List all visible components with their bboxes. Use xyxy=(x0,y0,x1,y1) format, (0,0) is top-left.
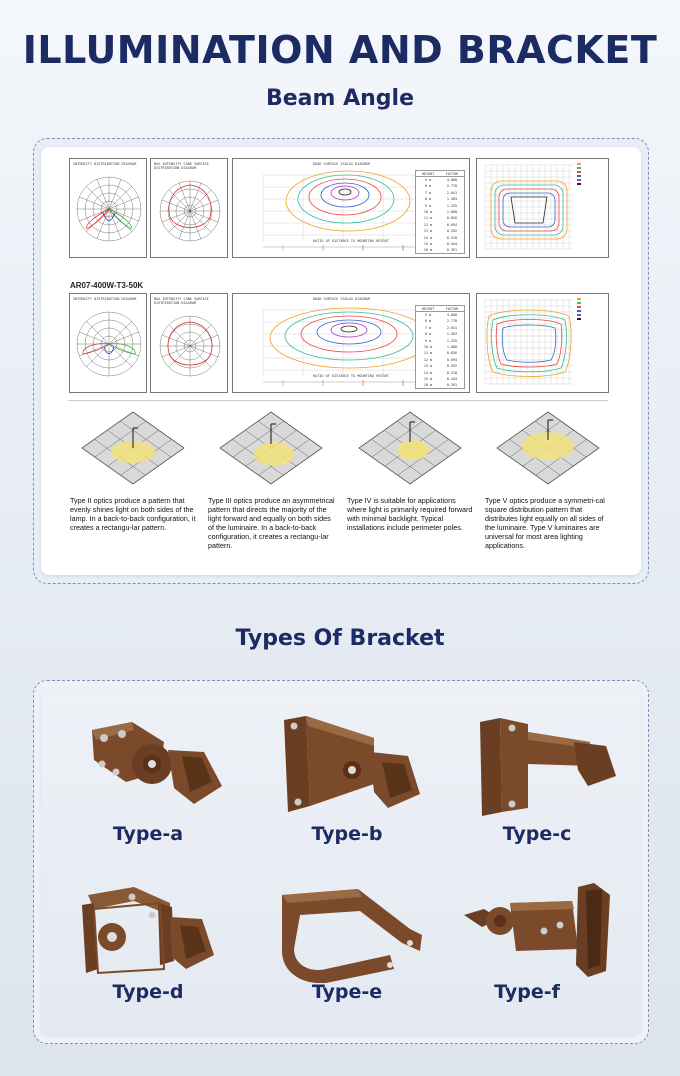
type-iv-pattern-icon xyxy=(358,411,462,485)
cone-chart-icon xyxy=(159,315,221,377)
bracket-type-d-label: Type-d xyxy=(112,981,184,1003)
bracket-type-e-image xyxy=(282,889,422,983)
polar-diagram-2: MAX INTENSITY CONE SURFACE DISTRIBUTION … xyxy=(150,158,228,258)
polar-chart-icon xyxy=(76,176,142,242)
type-ii-pattern-icon xyxy=(81,411,185,485)
type-ii-description: Type II optics produce a pattern that ev… xyxy=(70,496,196,532)
type-iv-description: Type IV is suitable for applications whe… xyxy=(347,496,473,532)
bracket-type-c-image xyxy=(480,718,616,816)
type-v-pattern-icon xyxy=(496,411,600,485)
page-title: ILLUMINATION AND BRACKET xyxy=(22,28,658,72)
polar-diagram-4: MAX INTENSITY CONE SURFACE DISTRIBUTION … xyxy=(150,293,228,393)
grid-contour-icon xyxy=(484,163,581,250)
bracket-type-d-image xyxy=(82,887,214,975)
bracket-type-c-label: Type-c xyxy=(502,823,572,845)
grid-contour-diagram-1 xyxy=(476,158,609,258)
grid-contour-icon xyxy=(484,298,581,385)
diagram-row-2: INTENSITY DISTRIBUTION DIAGRAM MAX INTEN… xyxy=(69,293,609,397)
section-title-beam-angle: Beam Angle xyxy=(265,86,415,111)
model-label: AR07-400W-T3-50K xyxy=(70,281,144,290)
polar-diagram-1: INTENSITY DISTRIBUTION DIAGRAM xyxy=(69,158,147,258)
diagram-row-1: INTENSITY DISTRIBUTION DIAGRAM MAX INTEN… xyxy=(69,158,609,262)
type-iii-description: Type III optics produce an asymmetrical … xyxy=(208,496,335,550)
cone-chart-icon xyxy=(159,180,221,242)
bracket-type-b-label: Type-b xyxy=(311,823,383,845)
divider xyxy=(68,400,608,401)
type-v-description: Type V optics produce a symmetri-cal squ… xyxy=(485,496,605,550)
polar-diagram-3: INTENSITY DISTRIBUTION DIAGRAM xyxy=(69,293,147,393)
bracket-type-a-image xyxy=(92,722,222,804)
bracket-type-e-label: Type-e xyxy=(311,981,383,1003)
section-title-brackets: Types Of Bracket xyxy=(235,626,445,651)
grid-contour-diagram-2 xyxy=(476,293,609,393)
bracket-type-f-image xyxy=(464,883,610,977)
polar-chart-icon xyxy=(76,311,142,377)
type-iii-pattern-icon xyxy=(219,411,323,485)
bracket-type-a-label: Type-a xyxy=(112,823,184,845)
bracket-type-f-label: Type-f xyxy=(494,981,560,1003)
bracket-type-b-image xyxy=(284,716,420,812)
